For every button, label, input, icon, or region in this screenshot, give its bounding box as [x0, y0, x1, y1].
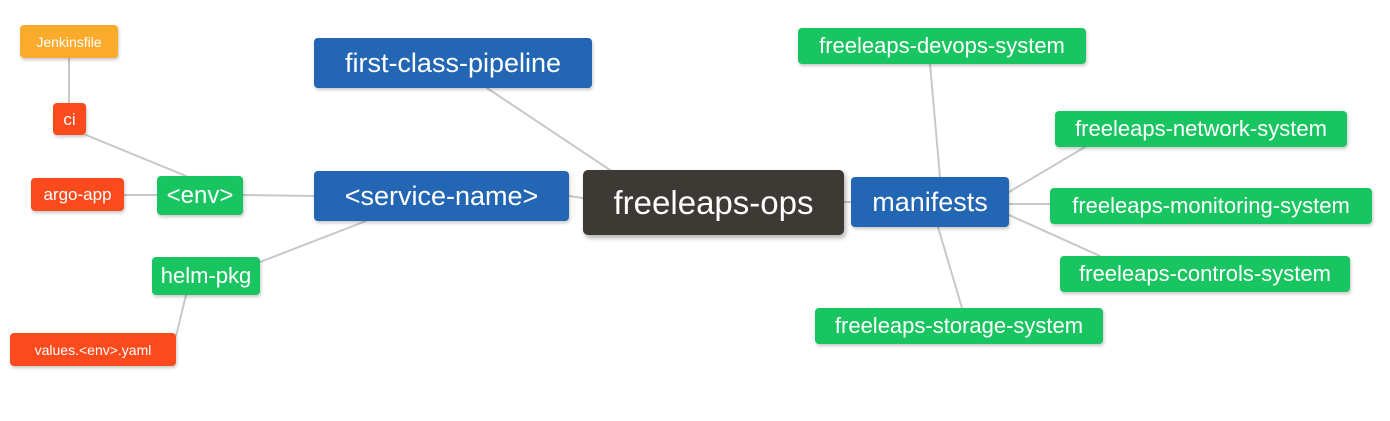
node-label: argo-app — [43, 185, 112, 204]
node-label: manifests — [872, 186, 988, 217]
node-jenkinsfile[interactable]: Jenkinsfile — [20, 25, 118, 58]
node-argo-app[interactable]: argo-app — [31, 178, 124, 211]
edge-values-yaml-to-helm-pkg — [175, 294, 187, 337]
node-freeleaps-ops[interactable]: freeleaps-ops — [583, 170, 844, 235]
node-monitoring-system[interactable]: freeleaps-monitoring-system — [1050, 188, 1372, 224]
node-label: freeleaps-controls-system — [1079, 261, 1331, 286]
node-label: Jenkinsfile — [36, 33, 102, 50]
edge-manifests-to-devops-system — [929, 63, 941, 178]
node-label: <env> — [166, 181, 234, 209]
node-devops-system[interactable]: freeleaps-devops-system — [798, 28, 1086, 64]
node-label: <service-name> — [344, 180, 539, 211]
edge-helm-pkg-to-service-name — [259, 220, 367, 263]
node-env[interactable]: <env> — [157, 176, 243, 215]
node-manifests[interactable]: manifests — [851, 177, 1009, 227]
node-label: helm-pkg — [160, 263, 252, 288]
node-storage-system[interactable]: freeleaps-storage-system — [815, 308, 1103, 344]
edge-service-name-to-freeleaps-ops — [568, 195, 584, 199]
node-helm-pkg[interactable]: helm-pkg — [152, 257, 260, 295]
node-network-system[interactable]: freeleaps-network-system — [1055, 111, 1347, 147]
edge-manifests-to-storage-system — [937, 226, 963, 309]
node-service-name[interactable]: <service-name> — [314, 171, 569, 221]
node-label: freeleaps-storage-system — [834, 313, 1084, 338]
node-label: first-class-pipeline — [344, 47, 562, 78]
edge-manifests-to-network-system — [1008, 146, 1086, 193]
node-label: freeleaps-network-system — [1075, 116, 1327, 141]
node-controls-system[interactable]: freeleaps-controls-system — [1060, 256, 1350, 292]
node-ci[interactable]: ci — [53, 103, 86, 135]
edge-env-to-service-name — [242, 194, 315, 197]
edge-first-class-to-freeleaps-ops — [486, 87, 611, 171]
node-first-class[interactable]: first-class-pipeline — [314, 38, 592, 88]
node-label: freeleaps-monitoring-system — [1072, 193, 1350, 218]
node-values-yaml[interactable]: values.<env>.yaml — [10, 333, 176, 366]
node-label: freeleaps-ops — [613, 184, 814, 221]
edge-ci-to-env — [85, 134, 187, 177]
node-label: values.<env>.yaml — [34, 341, 152, 358]
node-label: freeleaps-devops-system — [819, 33, 1065, 58]
node-label: ci — [63, 109, 76, 129]
